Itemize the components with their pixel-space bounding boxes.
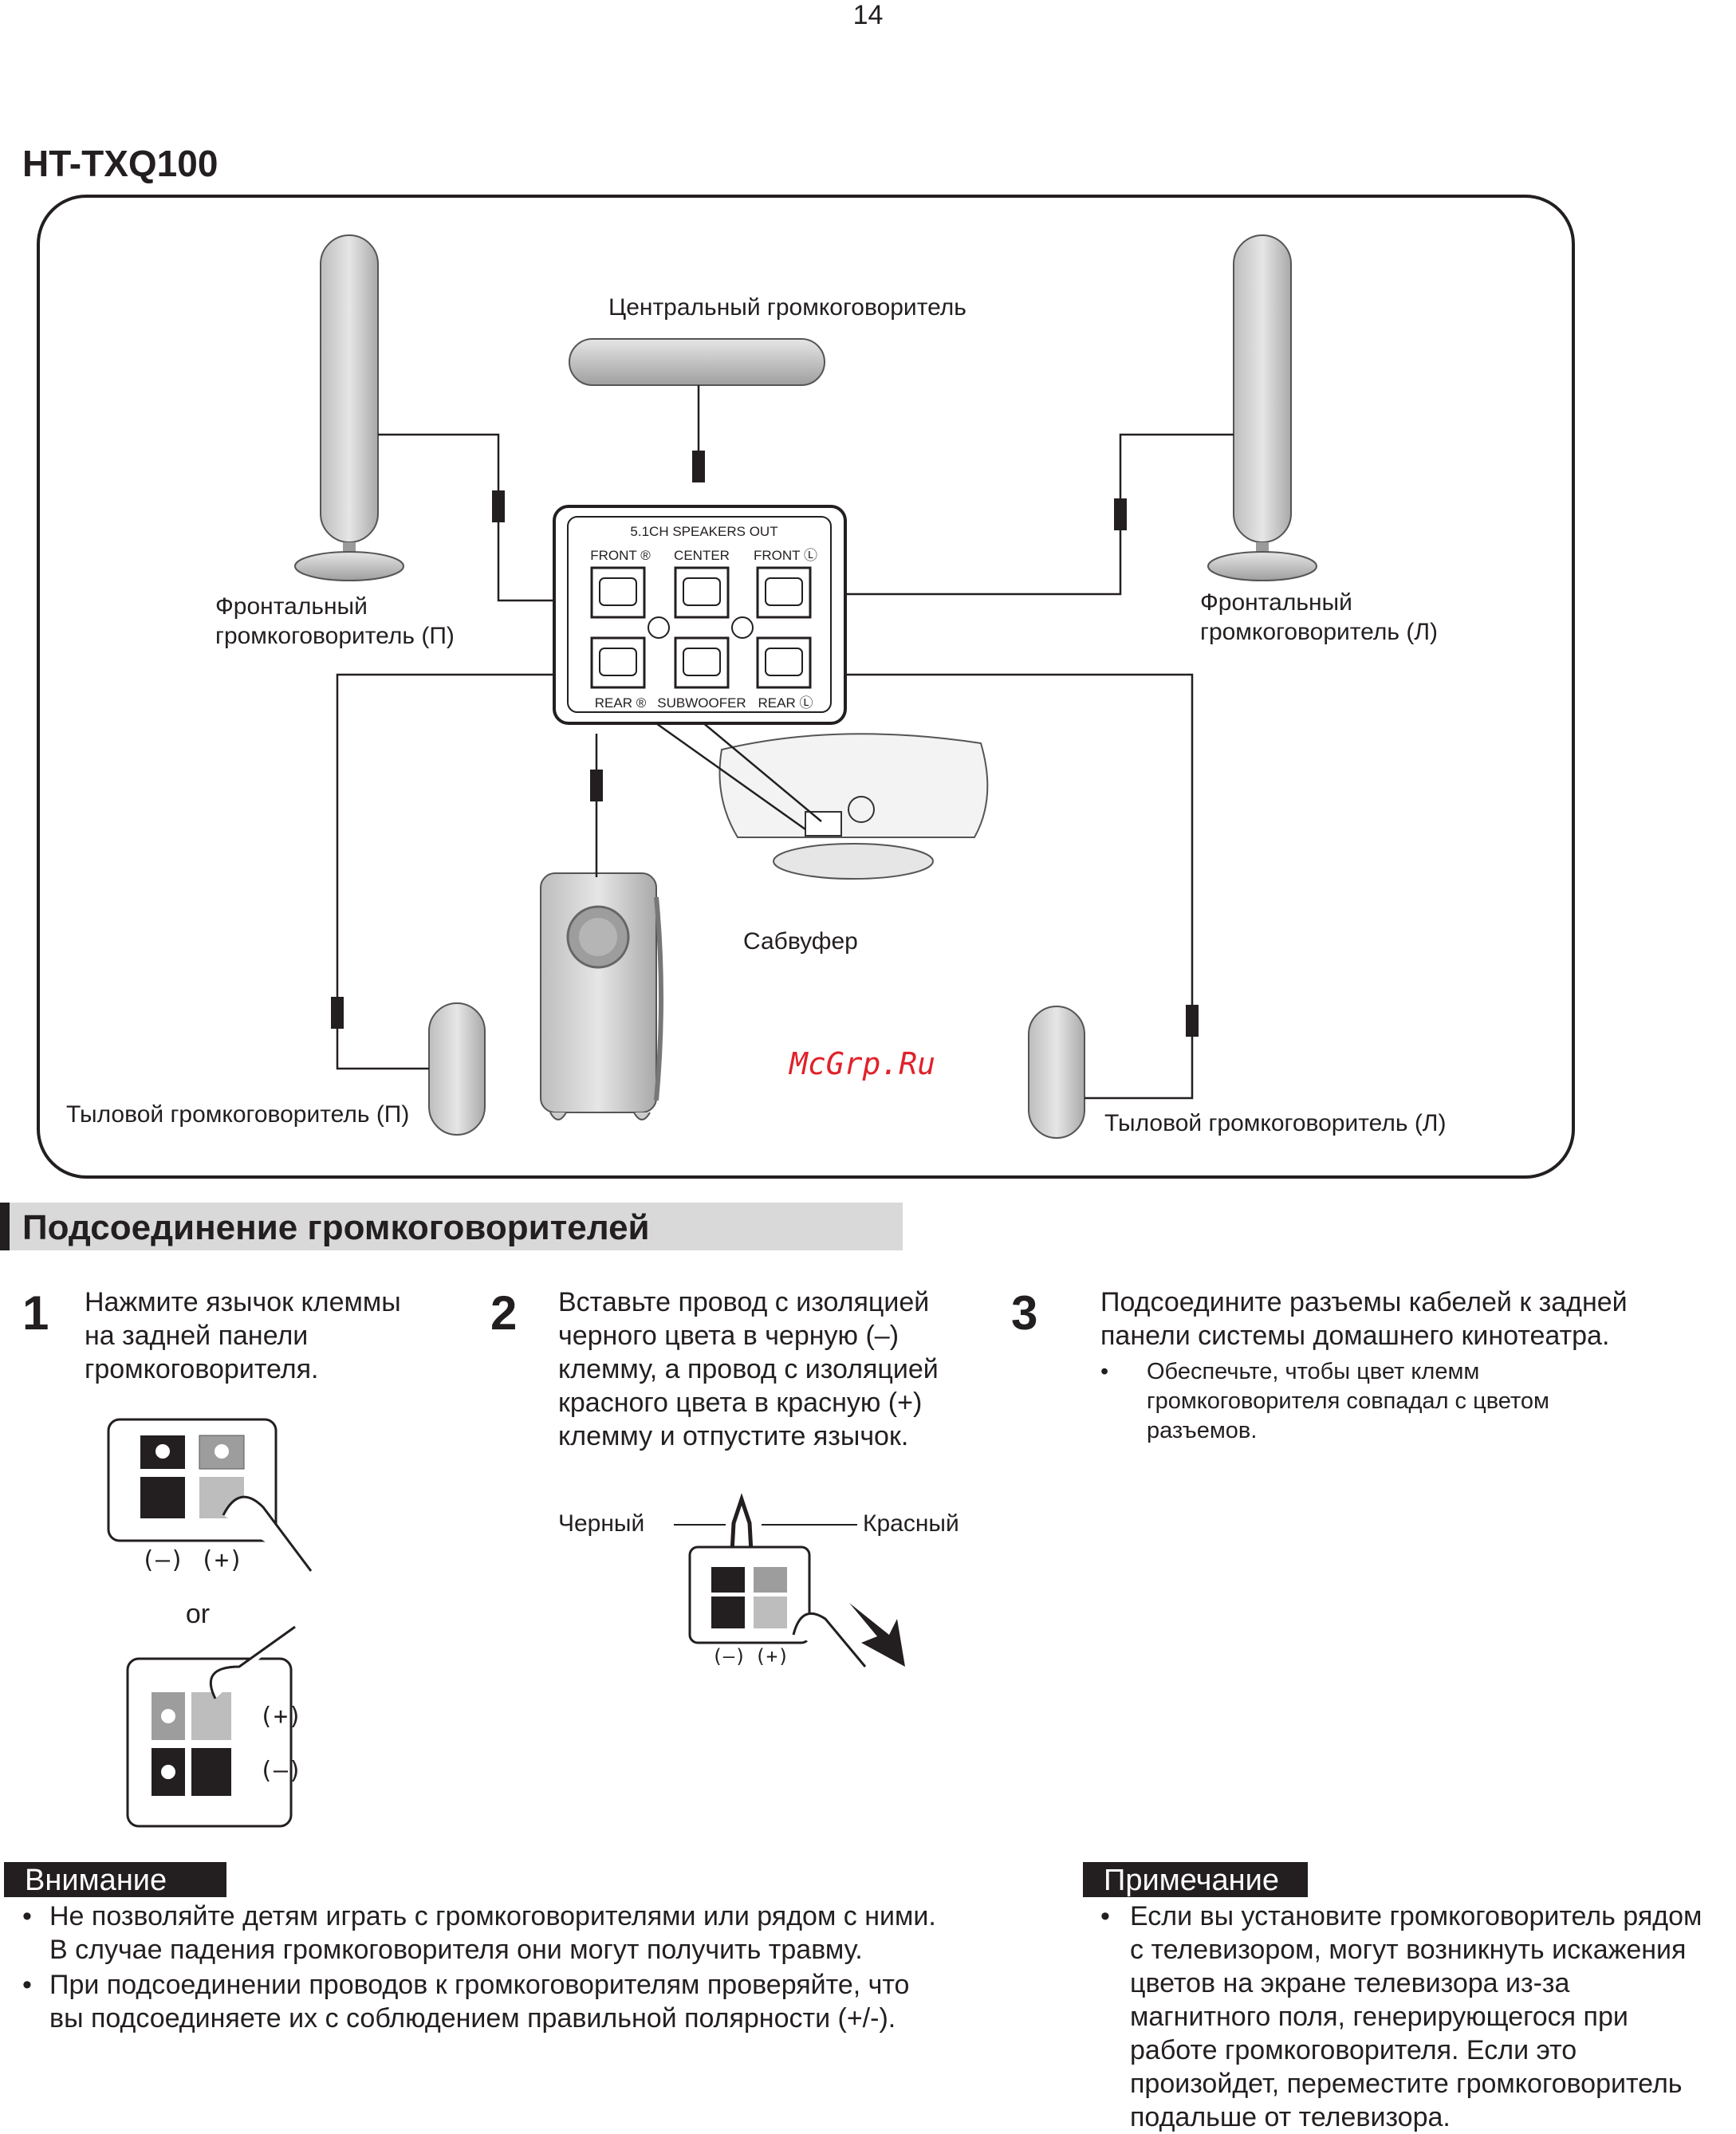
step-3-number: 3	[1011, 1286, 1038, 1340]
rear-left-speaker	[1028, 1006, 1085, 1139]
diagram-frame	[37, 195, 1575, 1179]
step-1-number: 1	[22, 1286, 49, 1340]
model-title: HT-TXQ100	[22, 143, 218, 184]
caution-item-2: • При подсоединении проводов к громкогов…	[22, 1970, 910, 2034]
subwoofer	[540, 872, 663, 1120]
front-right-speaker	[294, 234, 404, 581]
fig2-red-label: Красный	[863, 1510, 959, 1537]
caution-header: Внимание	[4, 1862, 226, 1897]
fig1-or: or	[186, 1599, 210, 1629]
fig1-minus: (–)	[141, 1546, 184, 1574]
step-2-number: 2	[490, 1286, 518, 1340]
terminal-figure-1: (–) (+) or (+) (–)	[107, 1418, 313, 1828]
subwoofer-label: Сабвуфер	[743, 928, 858, 955]
panel-rear-l: REAR Ⓛ	[758, 695, 813, 711]
front-left-label-1: Фронтальный	[1200, 589, 1352, 616]
fig2-black-label: Черный	[558, 1510, 644, 1537]
panel-title: 5.1CH SPEAKERS OUT	[630, 524, 777, 539]
center-speaker	[569, 338, 825, 386]
rear-right-speaker	[428, 1002, 486, 1136]
speakers-out-panel: 5.1CH SPEAKERS OUT FRONT ® CENTER FRONT …	[553, 505, 847, 725]
panel-front-r: FRONT ®	[590, 548, 651, 563]
fig2-plus: (+)	[754, 1645, 789, 1667]
front-left-label-2: громкоговоритель (Л)	[1200, 619, 1438, 645]
watermark: McGrp.Ru	[788, 1046, 935, 1081]
speaker-connection-diagram: 5.1CH SPEAKERS OUT FRONT ® CENTER FRONT …	[37, 195, 1575, 1179]
section-title: Подсоединение громкоговорителей	[22, 1208, 650, 1247]
front-left-speaker	[1207, 234, 1317, 581]
front-right-label-1: Фронтальный	[215, 593, 368, 620]
fig1-plus-2: (+)	[259, 1703, 302, 1730]
rear-right-label: Тыловой громкоговоритель (П)	[66, 1101, 409, 1128]
panel-front-l: FRONT Ⓛ	[754, 548, 817, 563]
front-right-label-2: громкоговоритель (П)	[215, 623, 455, 649]
fig1-minus-2: (–)	[259, 1757, 302, 1785]
panel-center: CENTER	[674, 548, 730, 563]
note-header: Примечание	[1083, 1862, 1308, 1897]
section-header: Подсоединение громкоговорителей	[0, 1203, 903, 1250]
center-speaker-label: Центральный громкоговоритель	[608, 294, 966, 321]
main-unit	[718, 733, 989, 880]
fig1-plus: (+)	[200, 1546, 243, 1574]
page-number: 14	[852, 0, 884, 30]
rear-left-label: Тыловой громкоговоритель (Л)	[1104, 1110, 1446, 1136]
fig2-minus: (–)	[711, 1645, 746, 1667]
note-item: • Если вы установите громкоговоритель ря…	[1100, 1901, 1703, 2132]
terminal-figure-2: Черный Красный (–) (+)	[558, 1493, 959, 1667]
caution-item-1: • Не позволяйте детям играть с громкогов…	[22, 1901, 936, 1965]
panel-rear-r: REAR ®	[595, 695, 647, 711]
panel-subwoofer: SUBWOOFER	[657, 695, 746, 711]
